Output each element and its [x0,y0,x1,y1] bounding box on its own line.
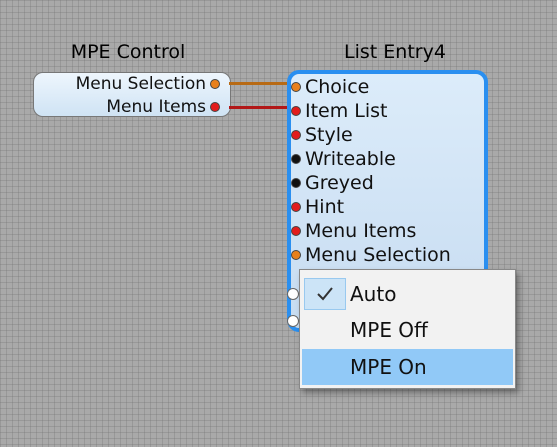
input-choice: Choice [291,75,369,99]
input-style: Style [291,123,353,147]
output-menu-selection: Menu Selection [76,73,220,95]
menu-item-mpe-on[interactable]: MPE On [302,349,513,385]
mpe-control-module[interactable]: Menu Selection Menu Items [33,72,231,117]
checkmark-icon [304,278,346,310]
output-menu-selection-pin[interactable] [210,79,220,89]
input-writeable-pin[interactable] [291,154,301,164]
menu-item-mpe-on-label: MPE On [350,355,427,379]
menu-item-mpe-off[interactable]: MPE Off [302,312,513,348]
list-entry-title: List Entry4 [344,41,446,63]
input-greyed-pin[interactable] [291,178,301,188]
input-writeable: Writeable [291,147,396,171]
output-menu-selection-label: Menu Selection [75,74,206,94]
input-item-list-label: Item List [305,100,388,122]
input-item-list-pin[interactable] [291,106,301,116]
menu-item-auto-label: Auto [350,282,397,306]
input-greyed-label: Greyed [305,172,374,194]
output-pin[interactable] [287,315,299,327]
mpe-control-title: MPE Control [70,41,186,63]
output-menu-items-pin[interactable] [210,102,220,112]
input-menu-selection-pin[interactable] [291,250,301,260]
input-writeable-label: Writeable [305,148,396,170]
input-menu-selection-label: Menu Selection [305,244,451,266]
input-choice-pin[interactable] [291,82,301,92]
output-menu-items: Menu Items [106,96,220,118]
input-menu-items-label: Menu Items [305,220,417,242]
input-hint-pin[interactable] [291,202,301,212]
input-style-label: Style [305,124,353,146]
input-hint: Hint [291,195,344,219]
input-greyed: Greyed [291,171,374,195]
menu-item-auto[interactable]: Auto [302,276,513,312]
input-choice-label: Choice [305,76,370,98]
input-hint-label: Hint [305,196,345,218]
output-menu-items-label: Menu Items [106,97,206,117]
wire-menu-selection[interactable] [229,82,291,85]
input-item-list: Item List [291,99,388,123]
context-menu: Auto MPE Off MPE On [299,269,516,389]
output-pin[interactable] [287,288,299,300]
input-menu-items-pin[interactable] [291,226,301,236]
wire-menu-items[interactable] [229,106,291,109]
input-menu-selection: Menu Selection [291,243,451,267]
input-menu-items: Menu Items [291,219,416,243]
input-style-pin[interactable] [291,130,301,140]
menu-item-mpe-off-label: MPE Off [350,318,428,342]
